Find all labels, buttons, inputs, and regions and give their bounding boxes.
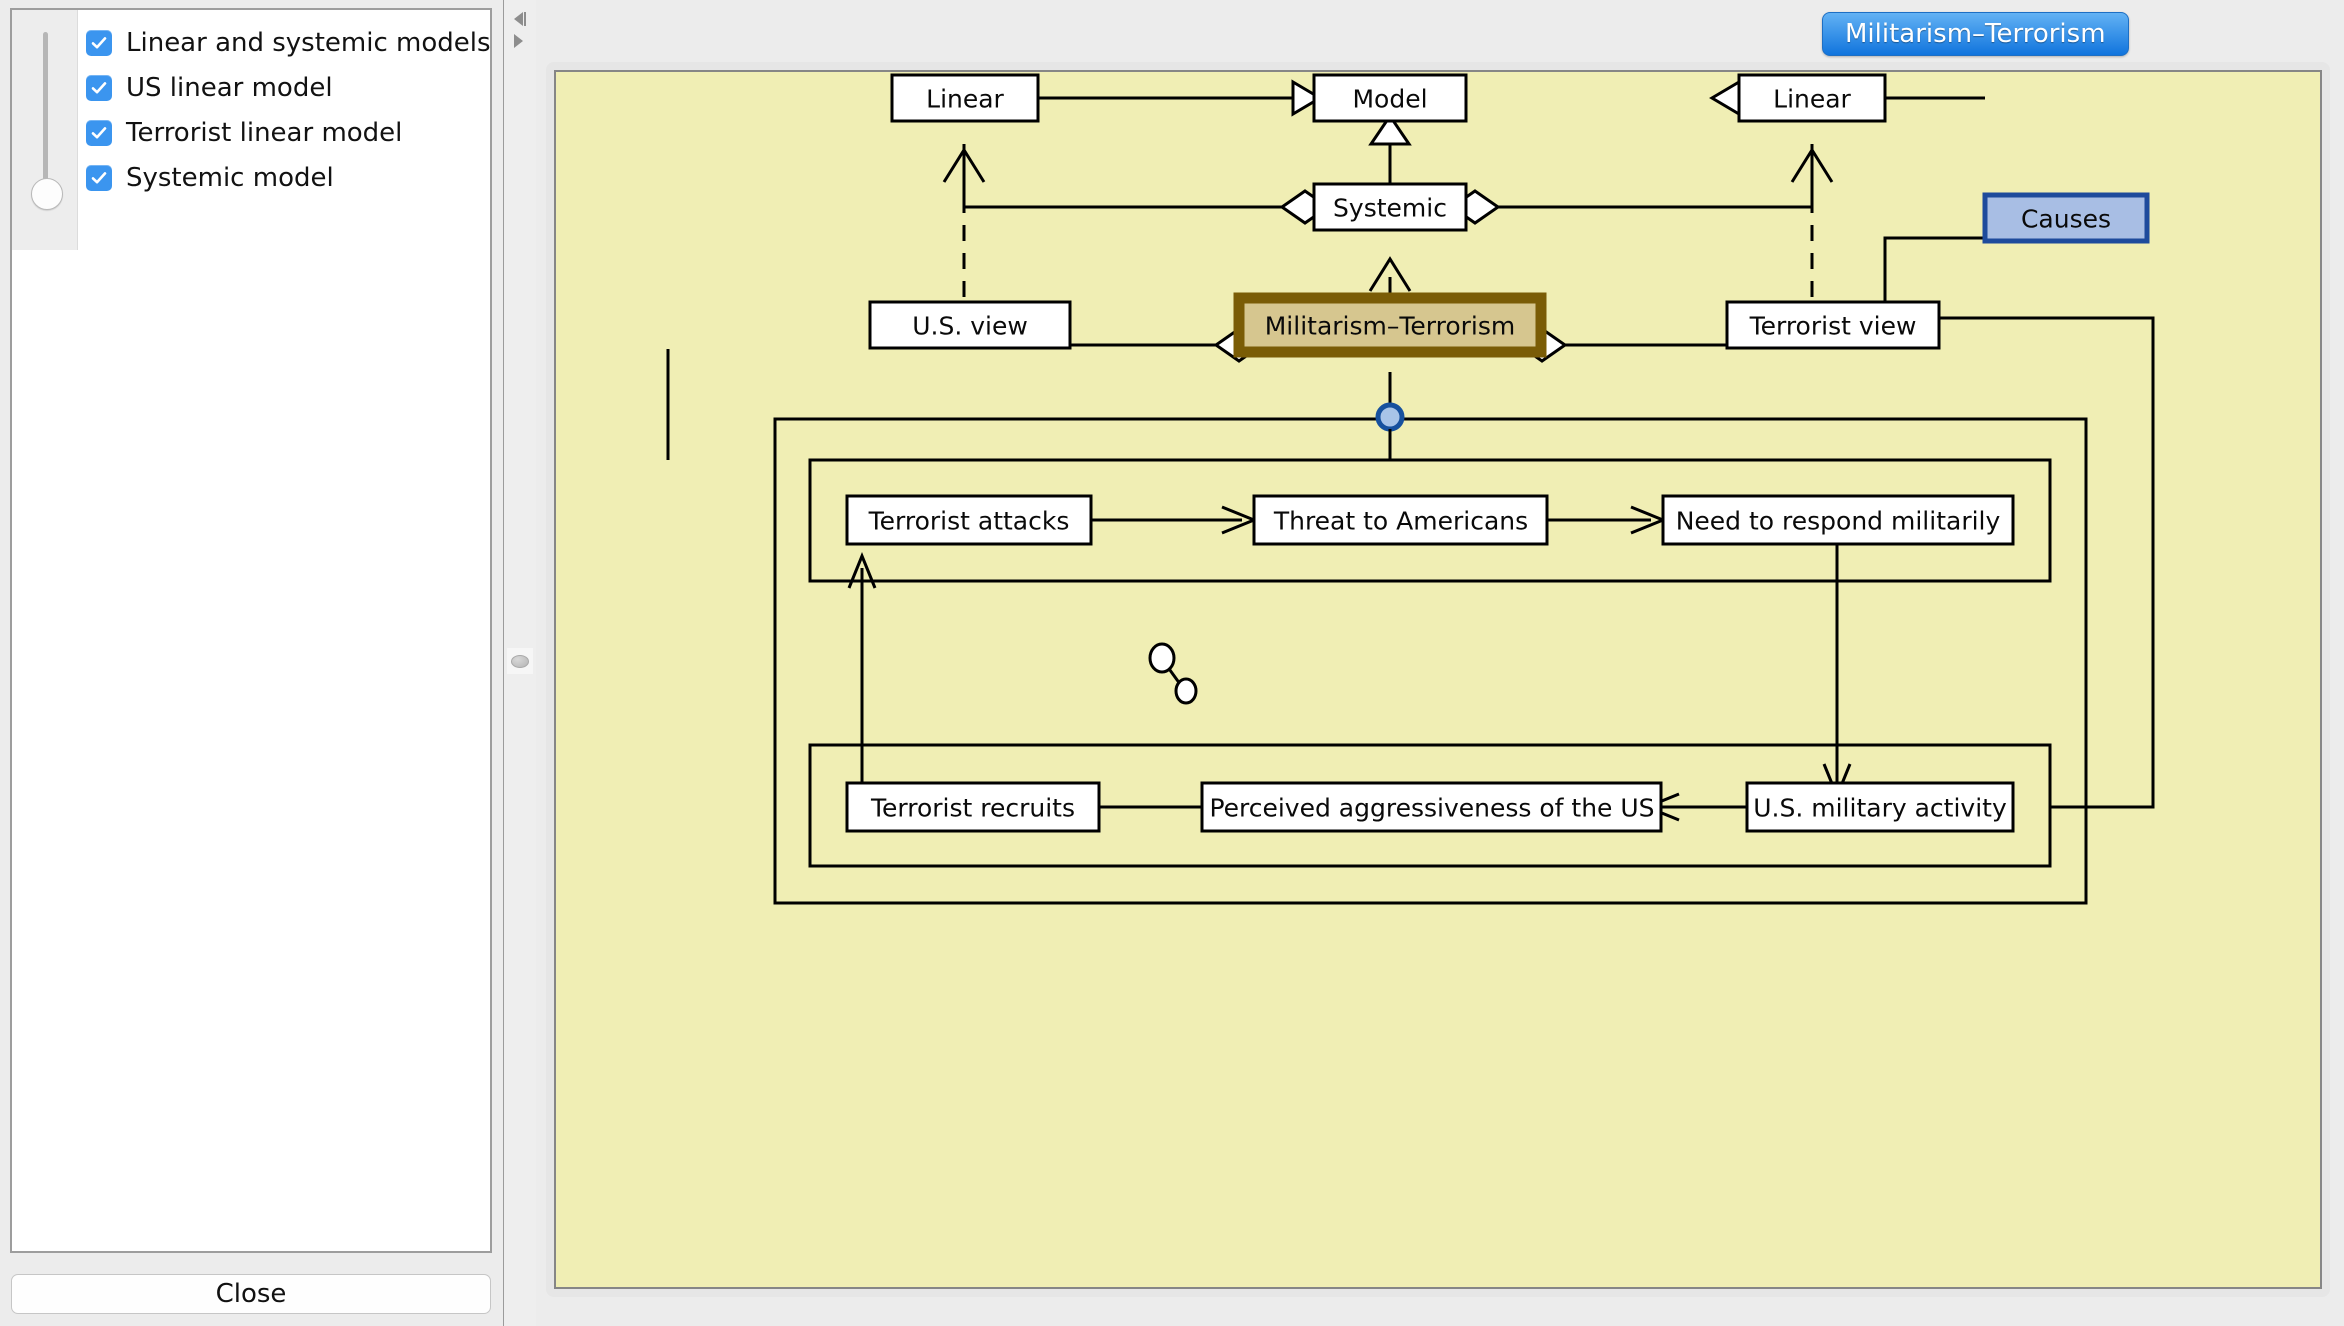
node-label: Terrorist attacks [868, 507, 1070, 536]
node-threat-to-americans[interactable]: Threat to Americans [1252, 494, 1549, 546]
legend-item-us-linear-model[interactable]: US linear model [86, 71, 333, 105]
marker-anchor-dot [1375, 372, 1405, 460]
tab-bar: Militarism–Terrorism [536, 0, 2344, 56]
marker-loop-double-ellipse [1148, 642, 1198, 705]
node-model[interactable]: Model [1312, 73, 1468, 123]
relation-terrorist-attacks-to-threat [1091, 505, 1258, 535]
node-us-view[interactable]: U.S. view [868, 300, 1072, 350]
legend-item-linear-and-systemic-models[interactable]: Linear and systemic models [86, 26, 491, 60]
node-systemic[interactable]: Systemic [1312, 182, 1468, 232]
triangle-left-icon [514, 12, 526, 26]
node-need-to-respond[interactable]: Need to respond militarily [1661, 494, 2015, 546]
container-inner-top [808, 458, 2052, 583]
node-terrorist-recruits[interactable]: Terrorist recruits [845, 781, 1101, 833]
node-label: Linear [1773, 85, 1851, 114]
relation-recruits-to-terrorist-attacks [847, 552, 877, 784]
slider-rail[interactable] [43, 32, 48, 192]
splitter-collapse-arrows[interactable] [509, 8, 531, 60]
diagram-canvas[interactable]: .ln{stroke:#000;stroke-width:3;fill:none… [554, 70, 2322, 1289]
tab-militarism-terrorism[interactable]: Militarism–Terrorism [1822, 12, 2129, 56]
node-linear-right[interactable]: Linear [1737, 73, 1887, 123]
panel-splitter[interactable] [504, 0, 536, 1326]
node-label: Terrorist view [1749, 312, 1917, 341]
node-terrorist-view[interactable]: Terrorist view [1725, 300, 1941, 350]
editor-area: Militarism–Terrorism .ln{stroke:#000;str… [536, 0, 2344, 1326]
checkbox-checked-icon[interactable] [86, 75, 112, 101]
relation-terr-view-to-linear-right [1790, 147, 1834, 325]
node-perceived-aggressiveness[interactable]: Perceived aggressiveness of the US [1200, 781, 1663, 833]
legend-panel: Linear and systemic models US linear mod… [10, 8, 492, 1253]
canvas-frame: .ln{stroke:#000;stroke-width:3;fill:none… [546, 62, 2330, 1297]
node-label: Perceived aggressiveness of the US [1209, 794, 1654, 823]
node-terrorist-attacks[interactable]: Terrorist attacks [845, 494, 1093, 546]
node-causes[interactable]: Causes [1982, 192, 2150, 244]
node-label: Need to respond militarily [1676, 507, 2001, 536]
zoom-slider[interactable] [12, 10, 78, 250]
relation-linear-left-to-systemic [962, 144, 1331, 225]
node-label: Systemic [1333, 194, 1447, 223]
node-label: Militarism–Terrorism [1265, 312, 1516, 341]
slider-thumb[interactable] [31, 178, 63, 210]
node-militarism-terrorism[interactable]: Militarism–Terrorism [1233, 292, 1547, 358]
relation-us-view-to-linear-left [942, 147, 986, 325]
node-label: U.S. view [912, 312, 1028, 341]
node-label: Threat to Americans [1273, 507, 1528, 536]
node-label: Linear [926, 85, 1004, 114]
triangle-right-icon [514, 34, 523, 48]
splitter-handle-icon[interactable] [507, 648, 533, 674]
legend-item-label: Terrorist linear model [126, 118, 403, 148]
checkbox-checked-icon[interactable] [86, 165, 112, 191]
legend-item-label: US linear model [126, 73, 333, 103]
checkbox-checked-icon[interactable] [86, 120, 112, 146]
node-us-military-activity[interactable]: U.S. military activity [1745, 781, 2015, 833]
node-label: Model [1352, 85, 1427, 114]
close-button[interactable]: Close [11, 1274, 491, 1314]
node-label: Causes [2021, 205, 2111, 234]
node-linear-left[interactable]: Linear [890, 73, 1040, 123]
relation-threat-to-respond [1536, 505, 1667, 535]
legend-item-terrorist-linear-model[interactable]: Terrorist linear model [86, 116, 402, 150]
relation-linear-left-to-model [1038, 79, 1323, 117]
left-panel: Linear and systemic models US linear mod… [0, 0, 504, 1326]
legend-item-label: Systemic model [126, 163, 334, 193]
node-label: U.S. military activity [1753, 794, 2007, 823]
legend-item-label: Linear and systemic models [126, 28, 491, 58]
node-label: Terrorist recruits [870, 794, 1075, 823]
checkbox-checked-icon[interactable] [86, 30, 112, 56]
legend-item-systemic-model[interactable]: Systemic model [86, 161, 334, 195]
uml-diagram: .ln{stroke:#000;stroke-width:3;fill:none… [666, 73, 2155, 905]
relation-linear-right-to-systemic [1449, 144, 1814, 225]
relation-outer-feedback-right [1939, 316, 2155, 809]
relation-terr-view-to-causes [1883, 236, 1985, 322]
relation-respond-to-us-military [1822, 545, 1852, 800]
